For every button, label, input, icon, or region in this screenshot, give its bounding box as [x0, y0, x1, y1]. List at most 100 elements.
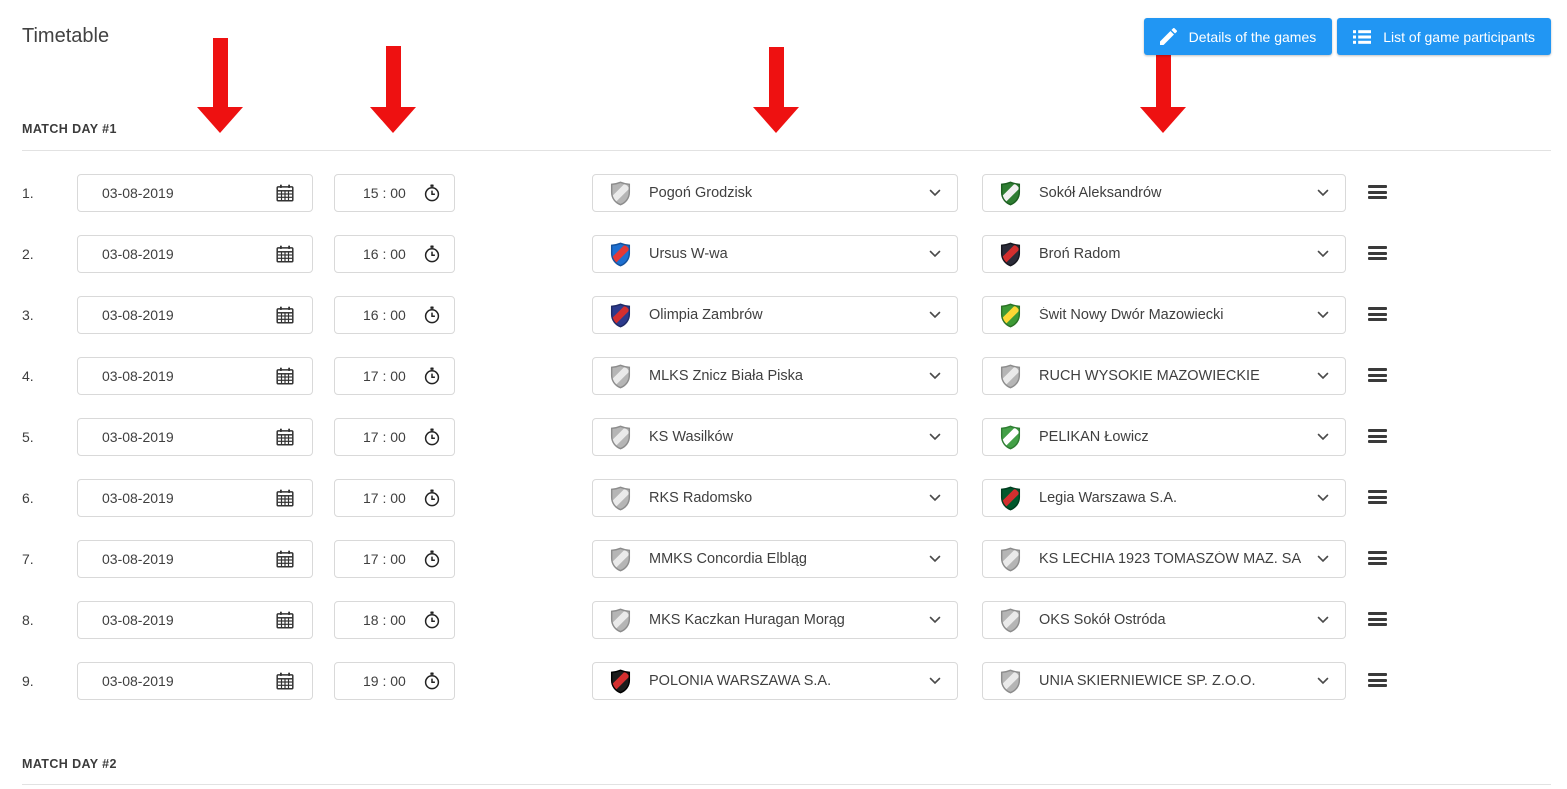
- row-number: 7.: [22, 551, 34, 567]
- red-arrow-annotation: [753, 47, 799, 133]
- list-of-participants-button[interactable]: List of game participants: [1337, 18, 1551, 55]
- clock-icon: [424, 489, 440, 507]
- drag-handle-icon[interactable]: [1368, 673, 1387, 687]
- calendar-icon: [276, 367, 294, 385]
- chevron-down-icon: [929, 372, 941, 380]
- away-team-select[interactable]: Broń Radom: [982, 235, 1346, 273]
- chevron-down-icon: [1317, 555, 1329, 563]
- calendar-icon: [276, 184, 294, 202]
- team-crest-icon: [1000, 486, 1021, 510]
- away-team-name: Sokół Aleksandrów: [1039, 185, 1162, 201]
- home-team-select[interactable]: MLKS Znicz Biała Piska: [592, 357, 958, 395]
- matchday-2-divider: [22, 784, 1551, 785]
- date-value: 03-08-2019: [102, 368, 174, 384]
- list-of-participants-label: List of game participants: [1383, 28, 1535, 45]
- home-team-name: MKS Kaczkan Huragan Morąg: [649, 612, 845, 628]
- date-input[interactable]: 03-08-2019: [77, 662, 313, 700]
- away-team-select[interactable]: Sokół Aleksandrów: [982, 174, 1346, 212]
- time-input[interactable]: 19 : 00: [334, 662, 455, 700]
- drag-handle-icon[interactable]: [1368, 612, 1387, 626]
- drag-handle-icon[interactable]: [1368, 185, 1387, 199]
- date-input[interactable]: 03-08-2019: [77, 174, 313, 212]
- matchday-2-header: MATCH DAY #2: [22, 757, 117, 771]
- away-team-name: KS LECHIA 1923 TOMASZÓW MAZ. SA: [1039, 551, 1302, 567]
- away-team-select[interactable]: Legia Warszawa S.A.: [982, 479, 1346, 517]
- time-input[interactable]: 17 : 00: [334, 418, 455, 456]
- home-team-select[interactable]: KS Wasilków: [592, 418, 958, 456]
- row-number: 3.: [22, 307, 34, 323]
- date-value: 03-08-2019: [102, 429, 174, 445]
- time-input[interactable]: 18 : 00: [334, 601, 455, 639]
- home-team-select[interactable]: RKS Radomsko: [592, 479, 958, 517]
- matchday-1-rows: 1. 03-08-2019: [0, 174, 1567, 723]
- drag-handle-icon[interactable]: [1368, 368, 1387, 382]
- away-team-name: Świt Nowy Dwór Mazowiecki: [1039, 307, 1224, 323]
- home-team-name: MLKS Znicz Biała Piska: [649, 368, 803, 384]
- time-input[interactable]: 16 : 00: [334, 235, 455, 273]
- away-team-select[interactable]: RUCH WYSOKIE MAZOWIECKIE: [982, 357, 1346, 395]
- drag-handle-icon[interactable]: [1368, 246, 1387, 260]
- home-team-name: POLONIA WARSZAWA S.A.: [649, 673, 832, 689]
- team-crest-icon: [1000, 669, 1021, 693]
- away-team-select[interactable]: Świt Nowy Dwór Mazowiecki: [982, 296, 1346, 334]
- row-number: 8.: [22, 612, 34, 628]
- match-row: 9. 03-08-2019: [0, 662, 1567, 723]
- clock-icon: [424, 672, 440, 690]
- away-team-name: OKS Sokół Ostróda: [1039, 612, 1166, 628]
- home-team-select[interactable]: MMKS Concordia Elbląg: [592, 540, 958, 578]
- team-crest-icon: [610, 669, 631, 693]
- time-value: 15 : 00: [363, 185, 406, 201]
- team-crest-icon: [610, 303, 631, 327]
- date-input[interactable]: 03-08-2019: [77, 418, 313, 456]
- drag-handle-icon[interactable]: [1368, 551, 1387, 565]
- row-number: 4.: [22, 368, 34, 384]
- chevron-down-icon: [929, 250, 941, 258]
- time-input[interactable]: 17 : 00: [334, 540, 455, 578]
- date-input[interactable]: 03-08-2019: [77, 479, 313, 517]
- red-arrow-annotation: [1140, 40, 1186, 133]
- team-crest-icon: [1000, 547, 1021, 571]
- date-input[interactable]: 03-08-2019: [77, 540, 313, 578]
- toolbar: Details of the games List of game partic…: [1143, 18, 1551, 55]
- row-number: 6.: [22, 490, 34, 506]
- match-row: 6. 03-08-2019: [0, 479, 1567, 540]
- matchday-1-header: MATCH DAY #1: [22, 122, 117, 136]
- home-team-select[interactable]: POLONIA WARSZAWA S.A.: [592, 662, 958, 700]
- home-team-select[interactable]: Pogoń Grodzisk: [592, 174, 958, 212]
- details-of-games-button[interactable]: Details of the games: [1143, 18, 1333, 55]
- drag-handle-icon[interactable]: [1368, 490, 1387, 504]
- time-input[interactable]: 17 : 00: [334, 357, 455, 395]
- chevron-down-icon: [1317, 189, 1329, 197]
- away-team-select[interactable]: KS LECHIA 1923 TOMASZÓW MAZ. SA: [982, 540, 1346, 578]
- match-row: 4. 03-08-2019: [0, 357, 1567, 418]
- clock-icon: [424, 550, 440, 568]
- drag-handle-icon[interactable]: [1368, 307, 1387, 321]
- clock-icon: [424, 306, 440, 324]
- chevron-down-icon: [1317, 433, 1329, 441]
- chevron-down-icon: [929, 677, 941, 685]
- details-of-games-label: Details of the games: [1188, 28, 1317, 45]
- home-team-select[interactable]: Ursus W-wa: [592, 235, 958, 273]
- time-input[interactable]: 16 : 00: [334, 296, 455, 334]
- calendar-icon: [276, 550, 294, 568]
- away-team-select[interactable]: PELIKAN Łowicz: [982, 418, 1346, 456]
- home-team-select[interactable]: MKS Kaczkan Huragan Morąg: [592, 601, 958, 639]
- away-team-select[interactable]: UNIA SKIERNIEWICE SP. Z.O.O.: [982, 662, 1346, 700]
- time-value: 18 : 00: [363, 612, 406, 628]
- team-crest-icon: [610, 425, 631, 449]
- row-number: 1.: [22, 185, 34, 201]
- date-input[interactable]: 03-08-2019: [77, 296, 313, 334]
- away-team-name: PELIKAN Łowicz: [1039, 429, 1149, 445]
- match-row: 3. 03-08-2019: [0, 296, 1567, 357]
- time-input[interactable]: 17 : 00: [334, 479, 455, 517]
- date-input[interactable]: 03-08-2019: [77, 357, 313, 395]
- date-input[interactable]: 03-08-2019: [77, 235, 313, 273]
- date-input[interactable]: 03-08-2019: [77, 601, 313, 639]
- away-team-name: UNIA SKIERNIEWICE SP. Z.O.O.: [1039, 673, 1256, 689]
- calendar-icon: [276, 611, 294, 629]
- home-team-select[interactable]: Olimpia Zambrów: [592, 296, 958, 334]
- drag-handle-icon[interactable]: [1368, 429, 1387, 443]
- chevron-down-icon: [929, 189, 941, 197]
- away-team-select[interactable]: OKS Sokół Ostróda: [982, 601, 1346, 639]
- time-input[interactable]: 15 : 00: [334, 174, 455, 212]
